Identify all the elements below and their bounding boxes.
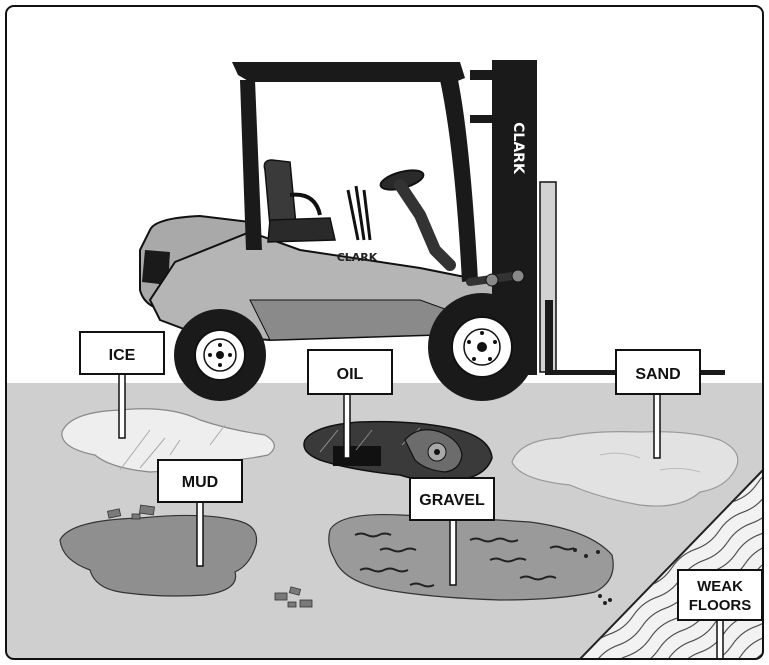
- sign-weak-floors-line2: FLOORS: [689, 597, 752, 614]
- sign-oil-label: OIL: [337, 366, 364, 383]
- sign-mud-label: MUD: [182, 474, 218, 491]
- sign-gravel-label: GRAVEL: [419, 492, 485, 509]
- body-logo: CLARK: [337, 251, 378, 264]
- mast-logo: CLARK: [510, 122, 526, 175]
- sign-ice-label: ICE: [109, 347, 136, 364]
- rear-wheel: [174, 309, 266, 401]
- sign-sand-label: SAND: [635, 366, 680, 383]
- front-wheel: [428, 293, 536, 401]
- sign-weak-floors-line1: WEAK: [697, 578, 743, 595]
